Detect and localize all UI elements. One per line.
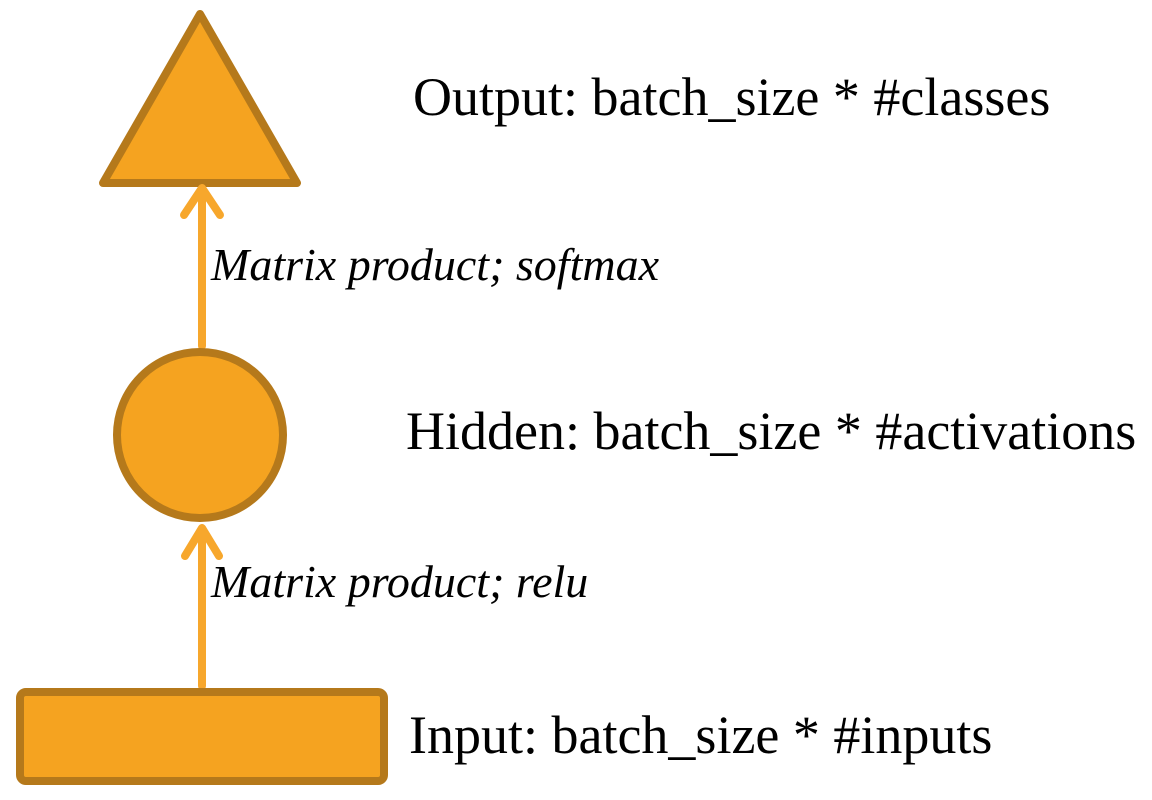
arrow-hidden-to-output	[180, 184, 224, 350]
edge-label-softmax: Matrix product; softmax	[211, 239, 660, 290]
hidden-circle-shape	[113, 348, 287, 522]
input-node-label: Input: batch_size * #inputs	[409, 705, 993, 765]
arrow-hidden-to-output-head-icon	[180, 184, 224, 219]
input-rectangle-shape	[16, 688, 388, 785]
hidden-node-label: Hidden: batch_size * #activations	[406, 401, 1137, 461]
output-triangle-shape	[99, 10, 301, 187]
edge-label-relu: Matrix product; relu	[211, 556, 589, 607]
output-node-label: Output: batch_size * #classes	[413, 67, 1051, 127]
arrow-input-to-hidden-head-icon	[181, 524, 223, 560]
arrow-input-to-hidden	[181, 524, 223, 690]
